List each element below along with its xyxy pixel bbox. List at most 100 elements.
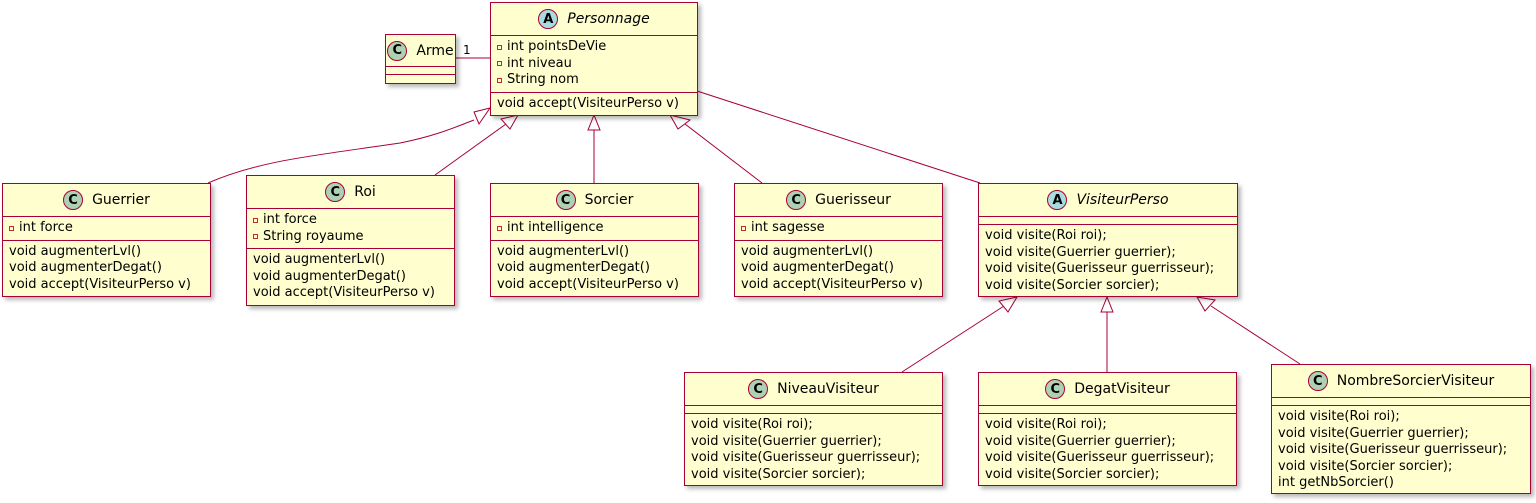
methods-section [386,75,455,83]
arme-multiplicity-label: 1 [463,43,471,57]
class-guerrier[interactable]: C Guerrier int force void augmenterLvl()… [2,183,211,297]
inherit-arrowhead [473,107,492,126]
inherit-arrowhead [1196,296,1216,312]
class-header: C Guerrier [3,184,210,217]
method: void visite(Roi roi); [985,228,1107,243]
inherit-arrowhead [500,114,520,130]
method: int getNbSorcier() [1278,475,1394,490]
class-badge-icon: C [63,190,84,210]
class-header: A Personnage [491,3,697,36]
methods-section: void visite(Roi roi); void visite(Guerri… [979,225,1237,297]
class-header: A VisiteurPerso [979,184,1237,217]
method: void augmenterLvl() [9,243,142,259]
method: void accept(VisiteurPerso v) [497,276,679,292]
attribute: String royaume [253,229,448,246]
edge-nombre-visiteurperso [1210,305,1301,365]
method: void visite(Guerrier guerrier); [985,244,1176,260]
edge-guerrier-personnage [207,119,475,184]
private-visibility-icon [741,225,746,231]
method: void augmenterLvl() [253,252,386,267]
method: void visite(Sorcier sorcier); [691,466,866,482]
attribute: int niveau [497,56,691,73]
method: void accept(VisiteurPerso v) [253,285,435,300]
private-visibility-icon [497,44,502,50]
class-arme[interactable]: C Arme [385,34,456,84]
method: void visite(Guerisseur guerrisseur); [691,450,921,465]
method: void augmenterDegat() [741,260,894,275]
private-visibility-icon [497,77,502,83]
abstract-badge-icon: A [538,9,559,29]
methods-section: void visite(Roi roi); void visite(Guerri… [1272,406,1530,495]
class-sorcier[interactable]: C Sorcier int intelligence void augmente… [490,183,699,297]
private-visibility-icon [253,234,258,240]
method: void visite(Roi roi); [985,417,1107,432]
class-name: Guerisseur [815,192,891,208]
methods-section: void accept(VisiteurPerso v) [491,93,697,116]
attributes-section [685,406,942,414]
private-visibility-icon [497,61,502,67]
method: void visite(Guerisseur guerrisseur); [985,261,1215,276]
attribute: int sagesse [741,220,936,237]
class-name: Personnage [567,11,650,27]
method: void accept(VisiteurPerso v) [741,276,923,292]
method: void augmenterDegat() [497,260,650,275]
class-name: Arme [416,42,454,59]
method: void visite(Guerrier guerrier); [691,433,882,449]
method: void augmenterDegat() [253,268,406,284]
edge-roi-personnage [434,123,507,176]
class-name: NombreSorcierVisiteur [1336,373,1495,389]
class-degatvisiteur[interactable]: C DegatVisiteur void visite(Roi roi); vo… [978,372,1237,486]
inherit-arrowhead [1100,295,1114,313]
class-roi[interactable]: C Roi int force String royaume void augm… [246,175,455,306]
attribute: int force [9,220,204,237]
class-header: C Arme [386,35,455,67]
private-visibility-icon [253,217,258,223]
class-nombresorciervisiteur[interactable]: C NombreSorcierVisiteur void visite(Roi … [1271,364,1531,494]
class-guerisseur[interactable]: C Guerisseur int sagesse void augmenterL… [734,183,943,297]
class-personnage[interactable]: A Personnage int pointsDeVie int niveau … [490,2,698,116]
method: void visite(Sorcier sorcier); [1278,458,1453,474]
class-header: C NombreSorcierVisiteur [1272,365,1530,398]
class-name: Roi [354,184,376,200]
edge-personnage-visiteurperso [696,90,981,184]
attributes-section [979,406,1236,414]
attributes-section: int pointsDeVie int niveau String nom [491,36,697,93]
methods-section: void visite(Roi roi); void visite(Guerri… [979,414,1236,486]
method: void augmenterLvl() [497,243,630,259]
edge-guerisseur-personnage [684,123,763,184]
methods-section: void augmenterLvl() void augmenterDegat(… [247,249,454,305]
methods-section: void augmenterLvl() void augmenterDegat(… [735,241,942,297]
inherit-arrowhead [998,296,1019,313]
method: void accept(VisiteurPerso v) [497,95,679,111]
method: void visite(Guerisseur guerrisseur); [1278,442,1508,457]
class-niveauvisiteur[interactable]: C NiveauVisiteur void visite(Roi roi); v… [684,372,943,486]
method: void visite(Guerrier guerrier); [1278,425,1469,441]
class-badge-icon: C [748,379,769,399]
inherit-arrowhead [587,113,601,131]
attributes-section: int sagesse [735,217,942,241]
attributes-section: int force [3,217,210,241]
class-name: NiveauVisiteur [777,381,879,397]
edge-niveau-visiteurperso [901,305,1005,373]
method: void augmenterDegat() [9,260,162,275]
class-badge-icon: C [1307,371,1328,391]
private-visibility-icon [9,225,14,231]
method: void visite(Sorcier sorcier); [985,277,1160,293]
class-name: Sorcier [584,192,634,208]
method: void visite(Guerrier guerrier); [985,433,1176,449]
attribute: int pointsDeVie [497,39,691,56]
methods-section: void augmenterLvl() void augmenterDegat(… [491,241,698,297]
abstract-badge-icon: A [1047,190,1068,210]
attribute: String nom [497,72,691,89]
attributes-section [1272,398,1530,406]
method: void visite(Sorcier sorcier); [985,466,1160,482]
method: void augmenterLvl() [741,243,874,259]
attributes-section: int force String royaume [247,209,454,249]
methods-section: void visite(Roi roi); void visite(Guerri… [685,414,942,486]
class-badge-icon: C [1045,379,1066,399]
method: void visite(Roi roi); [1278,409,1400,424]
class-badge-icon: C [325,182,346,202]
method: void visite(Guerisseur guerrisseur); [985,450,1215,465]
class-visiteurperso[interactable]: A VisiteurPerso void visite(Roi roi); vo… [978,183,1238,297]
